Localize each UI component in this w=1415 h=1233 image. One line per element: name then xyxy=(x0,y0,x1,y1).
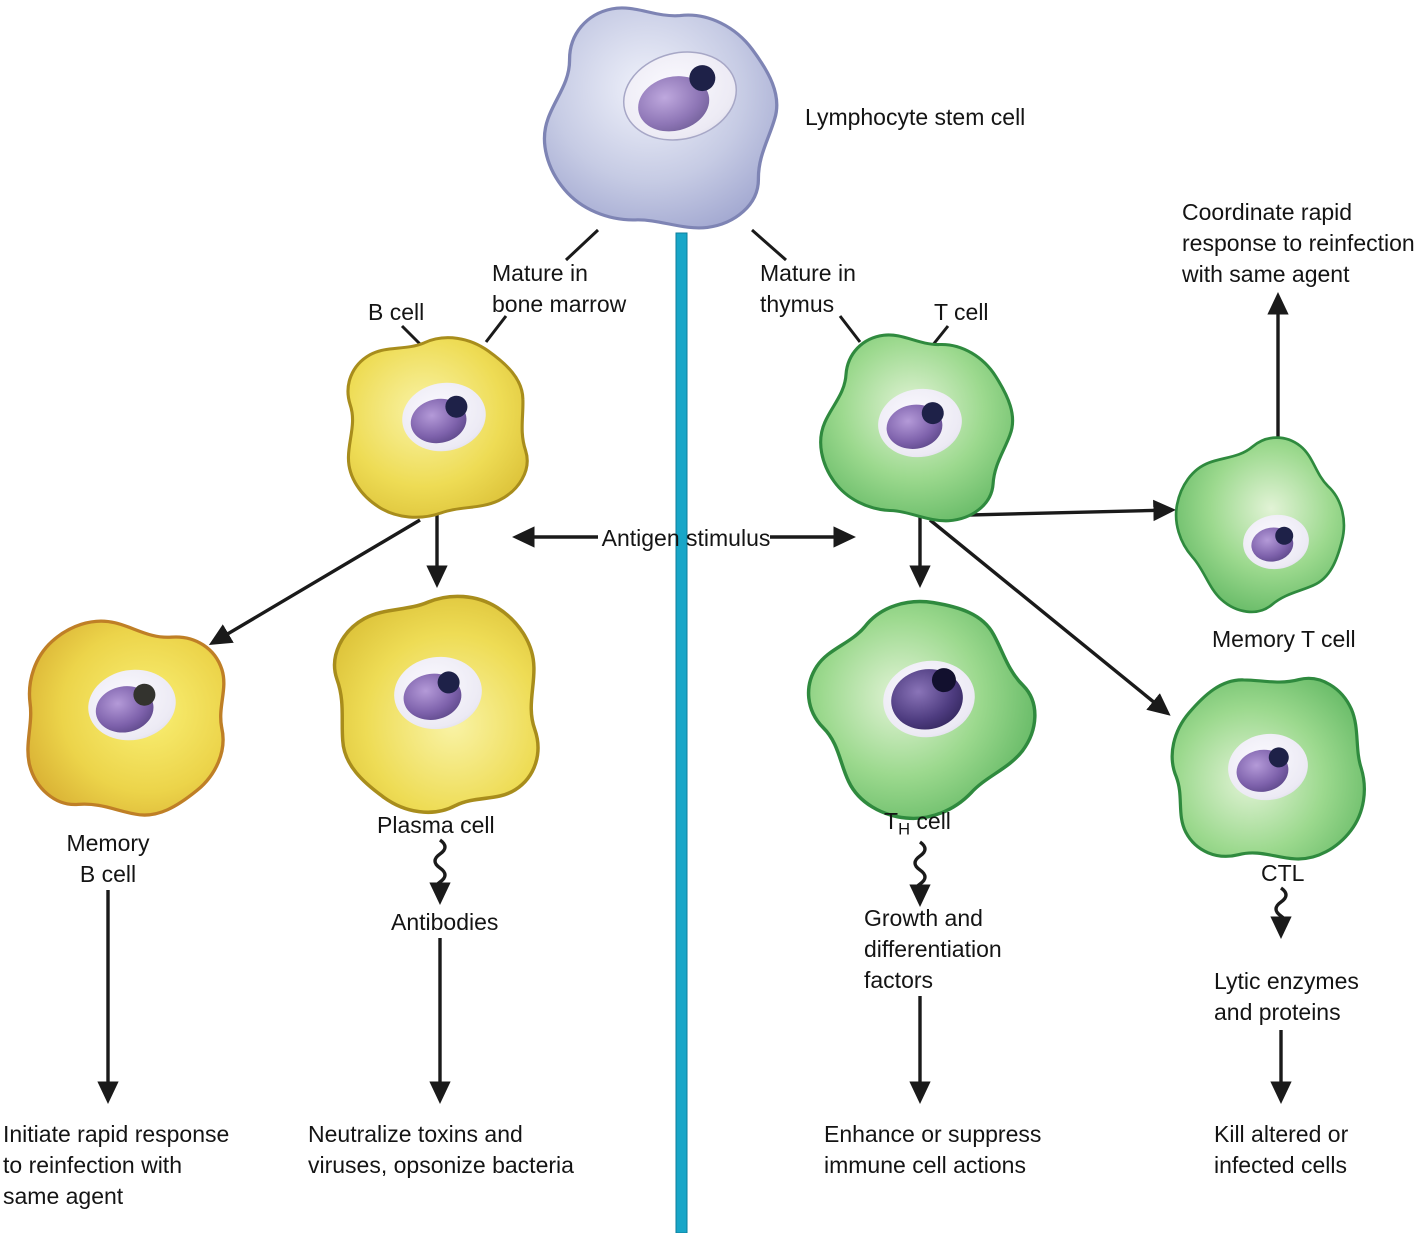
label-initiate-response: Initiate rapid response to reinfection w… xyxy=(3,1121,230,1209)
b-cell-nucleolus xyxy=(445,395,468,418)
memory-b-cell-graphic xyxy=(17,613,235,824)
th-nucleolus xyxy=(931,668,956,693)
arrow-bcell-to-memory-b xyxy=(208,518,421,646)
label-memory-b-cell: Memory B cell xyxy=(66,830,150,887)
th-cell-suffix: cell xyxy=(910,808,951,834)
squiggle-th-to-growth xyxy=(909,840,931,907)
memory-t-nucleolus xyxy=(1275,526,1294,545)
t-cell-graphic xyxy=(805,318,1030,538)
lymphocyte-stem-cell-graphic xyxy=(530,0,793,245)
squiggle-plasma-to-antibodies xyxy=(429,838,451,905)
label-th-cell: TH cell xyxy=(884,806,951,841)
memory-t-cell-graphic xyxy=(1152,414,1371,633)
ctl-cell-graphic xyxy=(1164,668,1372,871)
label-kill: Kill altered or infected cells xyxy=(1214,1121,1349,1178)
label-enhance: Enhance or suppress immune cell actions xyxy=(824,1121,1042,1178)
b-cell-graphic xyxy=(331,326,540,528)
label-lymphocyte-stem-cell: Lymphocyte stem cell xyxy=(805,104,1026,130)
label-antibodies: Antibodies xyxy=(391,909,499,935)
connector-thymus-to-tcell xyxy=(838,315,862,343)
label-memory-t-cell: Memory T cell xyxy=(1212,626,1356,652)
label-neutralize: Neutralize toxins and viruses, opsonize … xyxy=(308,1121,574,1178)
label-mature-thymus: Mature in thymus xyxy=(760,260,856,317)
connector-stem-to-bone-marrow xyxy=(564,228,600,262)
arrow-tcell-to-ctl xyxy=(928,518,1171,716)
connector-bcell-label xyxy=(400,324,422,346)
label-t-cell: T cell xyxy=(934,299,989,325)
memory-b-nucleolus xyxy=(133,683,156,706)
label-coordinate-response: Coordinate rapid response to reinfection… xyxy=(1182,199,1415,287)
label-growth-factors: Growth and differentiation factors xyxy=(864,905,1002,993)
th-cell-prefix: T xyxy=(884,808,899,834)
th-cell-graphic xyxy=(777,564,1064,851)
connector-tcell-label xyxy=(930,325,950,347)
ctl-nucleolus xyxy=(1268,747,1289,768)
stem-nucleolus xyxy=(689,65,716,92)
label-plasma-cell: Plasma cell xyxy=(377,812,495,838)
label-mature-bone-marrow: Mature in bone marrow xyxy=(492,260,627,317)
label-b-cell: B cell xyxy=(368,299,425,325)
th-cell-subscript: H xyxy=(898,819,911,839)
t-cell-nucleolus xyxy=(921,402,944,425)
plasma-cell-graphic xyxy=(319,582,559,828)
squiggle-ctl-to-lytic xyxy=(1270,886,1292,939)
label-ctl: CTL xyxy=(1261,860,1305,886)
label-lytic-enzymes: Lytic enzymes and proteins xyxy=(1214,968,1359,1025)
label-antigen-stimulus: Antigen stimulus xyxy=(601,525,771,551)
connector-bone-marrow-to-bcell xyxy=(484,315,508,343)
plasma-nucleolus xyxy=(437,671,460,694)
divider-line xyxy=(675,232,688,1233)
connector-stem-to-thymus xyxy=(751,228,787,262)
